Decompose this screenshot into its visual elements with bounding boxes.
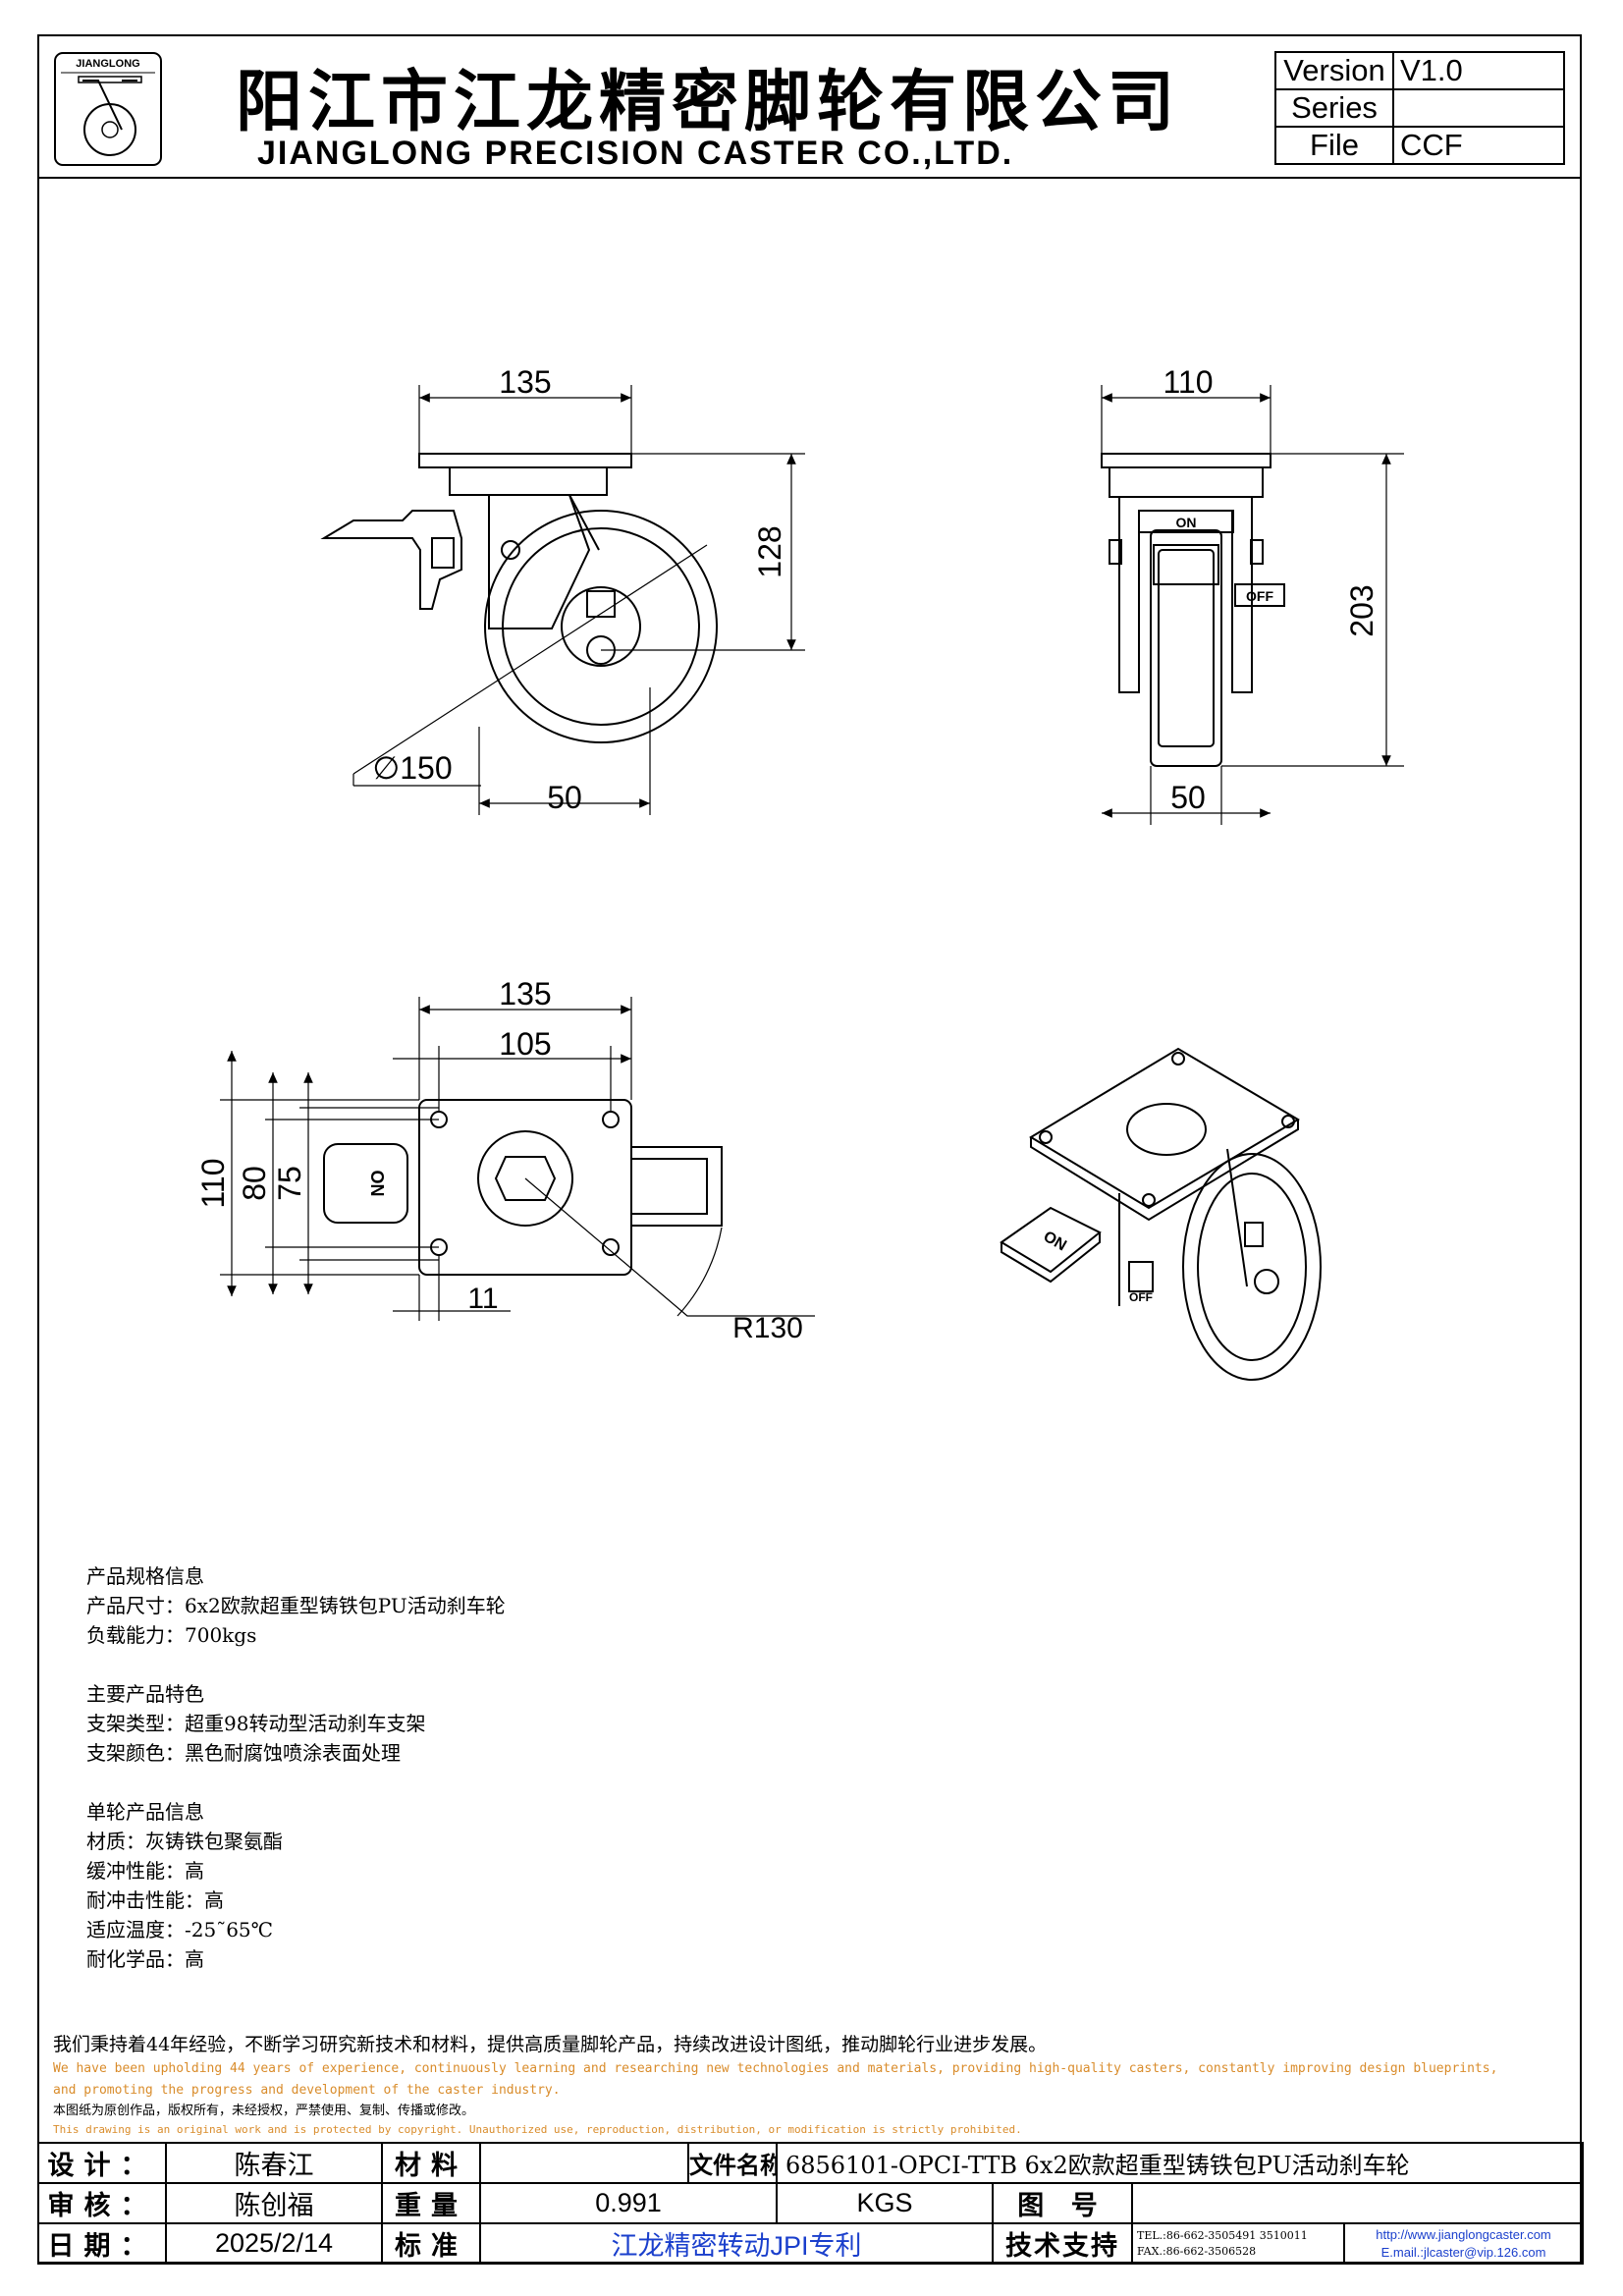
front-dim-width: 50: [1170, 780, 1206, 815]
date-label: 日期：: [37, 2222, 167, 2265]
technical-drawing: 135 128 ∅150 50 110 203 50 ON OFF: [195, 364, 1404, 1381]
side-dim-height: 128: [752, 525, 787, 577]
spec-load: 负载能力：700kgs: [86, 1623, 257, 1647]
side-dim-width: 50: [547, 780, 582, 815]
company-name-cn: 阳江市江龙精密脚轮有限公司: [236, 64, 1181, 141]
reviewer: 陈创福: [165, 2182, 383, 2224]
series-label: Series: [1274, 88, 1394, 128]
top-dim-105: 105: [499, 1026, 551, 1062]
version-value: V1.0: [1392, 51, 1565, 90]
spec-bracket-type: 支架类型：超重98转动型活动刹车支架: [86, 1712, 426, 1735]
website-link[interactable]: http://www.jianglongcaster.com: [1376, 2226, 1551, 2242]
tech-support-label: 技术支持: [992, 2222, 1133, 2265]
material-label: 材料: [381, 2142, 481, 2184]
tel: TEL.:86-662-3505491 3510011: [1137, 2228, 1308, 2242]
top-view: [220, 997, 815, 1321]
material-value: [479, 2142, 689, 2184]
filename-label: 文件名称: [687, 2142, 778, 2184]
spec-section-title: 产品规格信息: [86, 1564, 204, 1588]
copyright-cn: 本图纸为原创作品，版权所有，未经授权，严禁使用、复制、传播或修改。: [53, 2104, 475, 2118]
front-dim-top: 110: [1163, 364, 1213, 400]
drawing-no-value: [1130, 2182, 1585, 2224]
iso-label-on: ON: [1041, 1229, 1069, 1255]
company-name-en: JIANGLONG PRECISION CASTER CO.,LTD.: [257, 135, 1014, 172]
fax: FAX.:86-662-3506528: [1137, 2244, 1257, 2258]
side-view: [320, 385, 805, 815]
front-label-off: OFF: [1246, 588, 1273, 604]
contact-phone: TEL.:86-662-3505491 3510011 FAX.:86-662-…: [1131, 2222, 1345, 2265]
top-dim-radius: R130: [732, 1312, 803, 1344]
spec-section-title: 单轮产品信息: [86, 1800, 204, 1824]
spec-impact: 耐冲击性能：高: [86, 1888, 224, 1912]
spec-chemical: 耐化学品：高: [86, 1947, 204, 1971]
designer: 陈春江: [165, 2142, 383, 2184]
review-label: 审核：: [37, 2182, 167, 2224]
front-view: [1101, 385, 1404, 825]
spec-temperature: 适应温度：-25˜65℃: [86, 1918, 274, 1941]
commitment-cn: 我们秉持着44年经验，不断学习研究新技术和材料，提供高质量脚轮产品，持续改进设计…: [53, 2034, 1048, 2055]
spec-material: 材质：灰铸铁包聚氨酯: [86, 1830, 283, 1853]
spec-bracket-color: 支架颜色：黑色耐腐蚀喷涂表面处理: [86, 1741, 401, 1765]
contact-web: http://www.jianglongcaster.com E.mail.:j…: [1342, 2222, 1585, 2265]
top-dim-75: 75: [272, 1166, 307, 1201]
file-value: CCF: [1392, 126, 1565, 165]
file-label: File: [1274, 126, 1394, 165]
company-logo: JIANGLONG: [54, 52, 162, 166]
filename-value: 6856101-OPCI-TTB 6x2欧款超重型铸铁包PU活动刹车轮: [775, 2142, 1585, 2184]
commitment-en: and promoting the progress and developme…: [53, 2083, 561, 2098]
front-label-on: ON: [1176, 515, 1197, 530]
iso-label-off: OFF: [1129, 1290, 1153, 1304]
top-dim-110: 110: [195, 1158, 231, 1208]
spec-section-title: 主要产品特色: [86, 1682, 204, 1706]
weight-value: 0.991: [479, 2182, 778, 2224]
standard-value: 江龙精密转动JPI专利: [479, 2222, 994, 2265]
notes-block: 我们秉持着44年经验，不断学习研究新技术和材料，提供高质量脚轮产品，持续改进设计…: [53, 2031, 1585, 2139]
header-divider: [37, 177, 1582, 179]
spec-block: 产品规格信息 产品尺寸：6x2欧款超重型铸铁包PU活动刹车轮 负载能力：700k…: [86, 1561, 506, 1974]
weight-label: 重量: [381, 2182, 481, 2224]
side-dim-top: 135: [499, 364, 551, 400]
logo-text: JIANGLONG: [76, 58, 139, 70]
top-dim-135: 135: [499, 976, 551, 1011]
side-dim-diameter: ∅150: [372, 750, 452, 786]
iso-view: [1000, 1047, 1322, 1381]
top-dim-80: 80: [237, 1166, 272, 1201]
version-label: Version: [1274, 51, 1394, 90]
copyright-en: This drawing is an original work and is …: [53, 2123, 1022, 2136]
series-value: [1392, 88, 1565, 128]
front-dim-height: 203: [1344, 584, 1380, 636]
spec-cushion: 缓冲性能：高: [86, 1859, 204, 1883]
date-value: 2025/2/14: [165, 2222, 383, 2265]
weight-unit: KGS: [776, 2182, 994, 2224]
title-block: 设计： 陈春江 材料 文件名称 6856101-OPCI-TTB 6x2欧款超重…: [37, 2142, 1585, 2265]
commitment-en: We have been upholding 44 years of exper…: [53, 2061, 1498, 2076]
drawing-no-label: 图 号: [992, 2182, 1133, 2224]
design-label: 设计：: [37, 2142, 167, 2184]
top-dim-11: 11: [467, 1283, 498, 1315]
top-label-on: ON: [367, 1171, 387, 1197]
spec-size: 产品尺寸：6x2欧款超重型铸铁包PU活动刹车轮: [86, 1594, 506, 1617]
standard-label: 标准: [381, 2222, 481, 2265]
email-link[interactable]: E.mail.:jlcaster@vip.126.com: [1380, 2244, 1546, 2260]
